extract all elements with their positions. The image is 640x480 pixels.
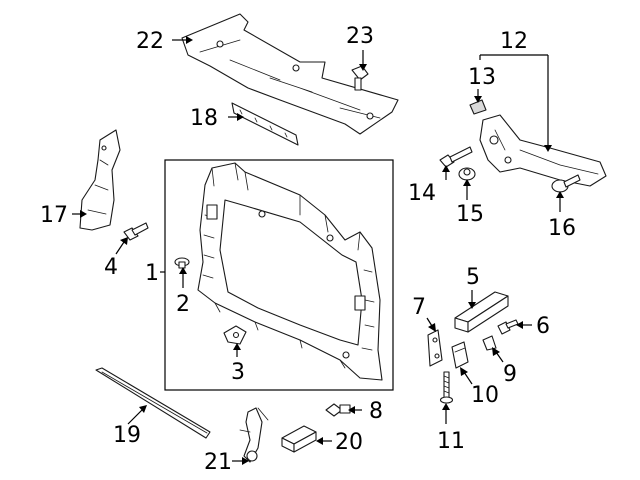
part-23-fastener [351, 65, 369, 91]
part-5-beam [454, 291, 509, 333]
callout-9: 9 [503, 362, 517, 387]
callout-22: 22 [136, 29, 164, 54]
part-15-nut [458, 167, 476, 181]
part-16-bolt [551, 174, 581, 193]
part-2-screw [174, 257, 190, 269]
part-19-strip [95, 367, 211, 439]
leader-lines [72, 36, 564, 465]
part-20-connector [281, 425, 317, 453]
callout-labels: 22 23 18 12 13 14 15 16 17 4 1 2 3 5 6 7… [40, 24, 576, 475]
part-8-bolt [325, 403, 351, 417]
callout-8: 8 [369, 399, 383, 424]
part-18-strip [231, 102, 299, 146]
callout-20: 20 [335, 430, 363, 455]
part-1-box-outline [164, 159, 394, 391]
callout-6: 6 [536, 314, 550, 339]
callout-21: 21 [204, 450, 232, 475]
callout-13: 13 [468, 65, 496, 90]
callout-4: 4 [104, 255, 118, 280]
callout-10: 10 [471, 383, 499, 408]
part-22-upper-cross-member [181, 13, 399, 135]
callout-17: 17 [40, 203, 68, 228]
callout-12: 12 [500, 29, 528, 54]
callout-5: 5 [466, 265, 480, 290]
part-17-side-bracket [79, 129, 121, 231]
callout-18: 18 [190, 106, 218, 131]
callout-23: 23 [346, 24, 374, 49]
part-14-bolt [439, 146, 473, 168]
part-11-long-bolt [439, 371, 454, 404]
callout-3: 3 [231, 360, 245, 385]
part-21-hook [239, 407, 269, 463]
part-3-clip [223, 325, 247, 345]
callout-1: 1 [145, 261, 159, 286]
part-7-bracket [427, 329, 443, 367]
callout-7: 7 [412, 295, 426, 320]
callout-15: 15 [456, 202, 484, 227]
part-9-clip [482, 335, 497, 351]
part-1-radiator-support [164, 159, 394, 391]
part-6-bolt [497, 319, 519, 335]
part-12-bracket-assembly [479, 114, 607, 187]
part-4-bolt [123, 222, 149, 241]
callout-2: 2 [176, 292, 190, 317]
part-10-bracket [451, 341, 469, 369]
callout-14: 14 [408, 181, 436, 206]
callout-19: 19 [113, 423, 141, 448]
callout-11: 11 [437, 429, 465, 454]
callout-16: 16 [548, 216, 576, 241]
